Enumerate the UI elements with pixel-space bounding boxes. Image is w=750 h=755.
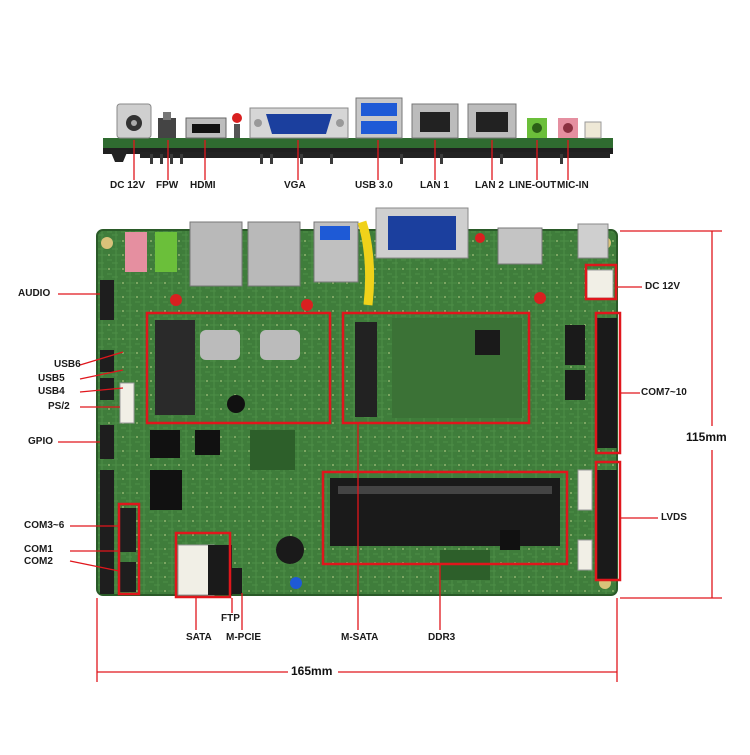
dimension-height: 115mm — [686, 430, 727, 444]
board-components — [150, 292, 617, 596]
edge-vga-port — [249, 107, 349, 139]
label-com2: COM2 — [24, 556, 53, 567]
label-usb5: USB5 — [38, 373, 65, 384]
label-gpio: GPIO — [28, 436, 54, 447]
dimension-lines — [96, 230, 722, 682]
label-audio: AUDIO — [18, 288, 51, 299]
label-dc12v: DC 12V — [645, 281, 681, 292]
label-sata: SATA — [186, 632, 212, 643]
edge-lan2-port — [467, 103, 517, 139]
label-top-lan1: LAN 1 — [420, 180, 449, 191]
edge-dc-jack — [116, 103, 152, 139]
label-com1: COM1 — [24, 544, 53, 555]
label-msata: M-SATA — [341, 632, 379, 643]
label-com7-10: COM7~10 — [641, 387, 687, 398]
edge-audio-jacks — [527, 118, 602, 139]
label-ftp: FTP — [221, 613, 240, 624]
label-usb6: USB6 — [54, 359, 81, 370]
dimension-width: 165mm — [291, 664, 333, 678]
ps2-connector — [119, 382, 135, 424]
board-top-connectors — [125, 207, 614, 306]
label-top-dc12v: DC 12V — [110, 180, 146, 191]
board-callout-lines — [58, 286, 658, 630]
edge-hdmi-port — [185, 117, 227, 139]
highlight-boxes — [117, 263, 622, 599]
label-top-micin: MIC-IN — [557, 180, 589, 191]
label-com3-6: COM3~6 — [24, 520, 65, 531]
label-mpcie: M-PCIE — [226, 632, 261, 643]
label-usb4: USB4 — [38, 386, 65, 397]
edge-view-board — [103, 138, 613, 164]
label-top-fpw: FPW — [156, 180, 179, 191]
label-ddr3: DDR3 — [428, 632, 456, 643]
label-top-vga: VGA — [284, 180, 306, 191]
label-top-hdmi: HDMI — [190, 180, 216, 191]
edge-callout-lines — [133, 140, 569, 180]
label-top-usb30: USB 3.0 — [355, 180, 393, 191]
label-top-lan2: LAN 2 — [475, 180, 504, 191]
label-ps2: PS/2 — [48, 401, 70, 412]
label-lvds: LVDS — [661, 512, 687, 523]
edge-leds — [232, 113, 242, 138]
edge-lan1-port — [411, 103, 459, 139]
edge-fpw-button — [158, 112, 176, 138]
label-top-lineout: LINE-OUT — [509, 180, 557, 191]
edge-usb3-ports — [355, 97, 403, 139]
